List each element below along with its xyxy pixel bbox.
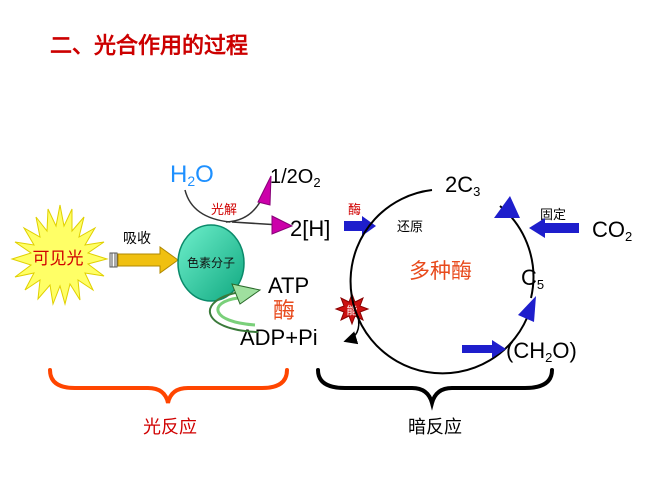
dark-reaction-brace [316, 368, 554, 411]
light-reaction-brace [48, 368, 289, 404]
h-to-cycle-arrow [344, 216, 376, 236]
cycle-arrowhead-c3 [494, 196, 520, 218]
fixation-label: 固定 [540, 208, 566, 223]
absorb-arrow [109, 246, 179, 274]
energy-icon [334, 292, 370, 326]
photolysis-arrows [184, 175, 294, 235]
atp-label: ATP [268, 273, 309, 298]
cycle-arrowhead-c5 [518, 296, 536, 322]
enzyme-label: 酶 [273, 299, 295, 324]
pigment-label: 色素分子 [187, 256, 235, 270]
co2-label: CO2 [592, 217, 632, 244]
visible-light-label: 可见光 [33, 249, 84, 269]
dark-reaction-label: 暗反应 [408, 417, 462, 438]
light-reaction-label: 光反应 [143, 417, 197, 438]
absorb-label: 吸收 [123, 231, 151, 247]
h-reduced-label: 2[H] [290, 216, 330, 241]
co2-fixation-arrow [529, 218, 579, 238]
sun-icon [10, 204, 109, 306]
many-enzymes-label: 多种酶 [409, 259, 472, 283]
carbohydrate-output-arrow [462, 340, 506, 358]
half-o2-label: 1/2O2 [270, 166, 321, 190]
ch2o-label: (CH2O) [506, 338, 577, 365]
energy-label: 能 [347, 303, 358, 317]
calvin-cycle-arc [349, 189, 531, 375]
adp-pi-label: ADP+Pi [240, 325, 318, 350]
pigment-molecule [177, 224, 245, 302]
reduction-label: 还原 [397, 220, 423, 235]
enzyme-small-label: 酶 [348, 202, 361, 218]
atp-formation-arrow [209, 283, 262, 333]
h2o-label: H2O [170, 161, 214, 189]
page-title: 二、光合作用的过程 [50, 33, 248, 59]
photolysis-label: 光解 [211, 203, 237, 218]
c5-label: C5 [521, 265, 544, 292]
c3-label: 2C3 [445, 172, 480, 199]
